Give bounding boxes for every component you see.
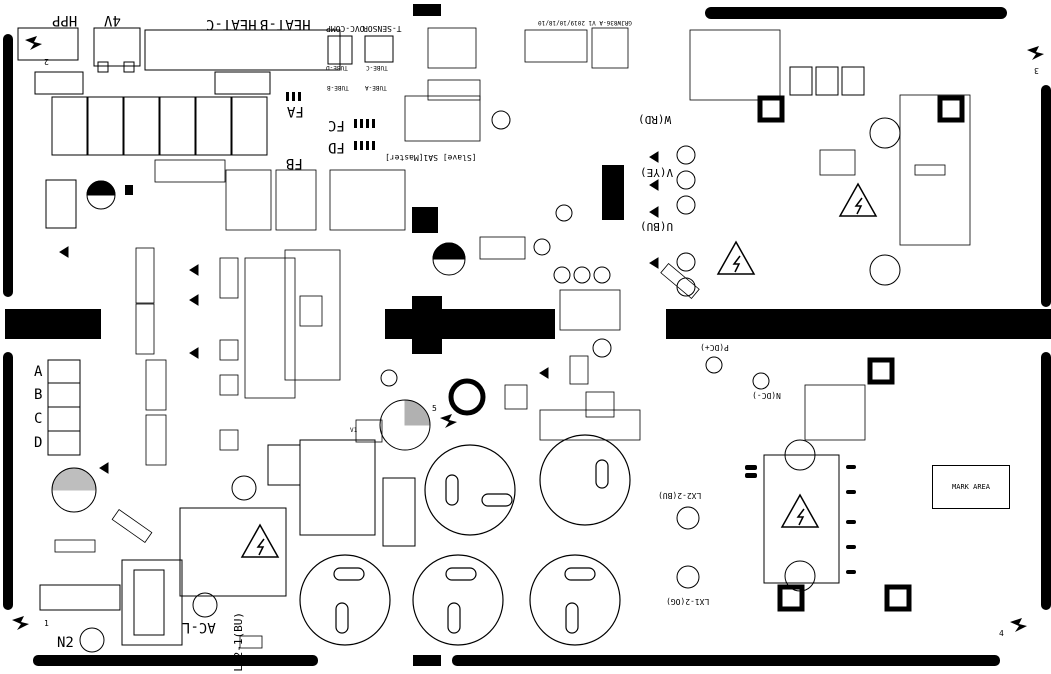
- board-title: GRJW836-A V1 2019/10/18/10: [538, 19, 632, 26]
- varistor-v1-label: V1: [350, 427, 358, 434]
- tube-d-label: TUBE-D: [326, 64, 348, 71]
- fan-fd-label: FD: [328, 139, 345, 155]
- hpp-connector-label: HPP: [52, 12, 78, 28]
- terminal-c-label: C: [34, 411, 43, 427]
- fan-fc-label: FC: [328, 117, 345, 133]
- fan-fa-label: FA: [287, 103, 304, 119]
- slave-master-switch-label: [Slave] SA1[Master]: [385, 153, 477, 162]
- tube-b-label: TUBE-B: [327, 84, 349, 91]
- terminal-b-label: B: [34, 387, 43, 403]
- tube-a-label: TUBE-A: [365, 84, 387, 91]
- fan-headers: [286, 92, 375, 150]
- terminal-d-label: D: [34, 435, 43, 451]
- corner-number-5: 5: [432, 404, 437, 413]
- ovc-comp-label: OVC-COMP: [326, 24, 365, 33]
- smd-component-grid: [154, 27, 971, 441]
- top-connectors: [17, 27, 394, 156]
- 4v-connector-label: 4V: [104, 12, 121, 28]
- corner-number-1: 1: [44, 619, 49, 628]
- lx1-2-port-label: LX1-2(OG): [666, 597, 710, 606]
- w-rd-port-label: W(RD): [638, 113, 672, 126]
- corner-number-3: 3: [1034, 66, 1039, 75]
- medium-capacitors: [51, 110, 901, 653]
- n2-port-label: N2: [57, 635, 74, 651]
- diode-symbols: [59, 151, 659, 474]
- lx2-2-port-label: LX2-2(BU): [658, 491, 702, 500]
- hazard-warning-icons: [240, 182, 878, 558]
- mark-area-label: MARK AREA: [952, 483, 990, 491]
- square-pads: [757, 95, 965, 612]
- board-edges: [3, 4, 1051, 666]
- n-dc-port-label: N(DC-): [752, 391, 781, 400]
- heat-c-connector-label: HEAT-C: [206, 16, 257, 32]
- passive-components: [54, 149, 946, 649]
- divider-bars: [5, 296, 1051, 354]
- corner-number-4: 4: [999, 629, 1004, 638]
- p-dc-port-label: P(DC+): [700, 343, 729, 352]
- tube-c-label: TUBE-C: [366, 64, 388, 71]
- lx2-1-port-label: LX2-1(BU): [232, 612, 245, 672]
- u-bu-port-label: U(BU): [640, 220, 674, 233]
- relays: [39, 66, 865, 646]
- t-sensor-label: T-SENSOR: [363, 24, 402, 33]
- corner-number-2: 2: [44, 57, 49, 66]
- mark-area-box: MARK AREA: [932, 465, 1010, 509]
- screw-icons: [12, 36, 1044, 632]
- heat-b-connector-label: HEAT-B: [260, 16, 311, 32]
- ic-blocks: [125, 165, 624, 233]
- fan-fb-label: FB: [286, 155, 303, 171]
- v-ye-port-label: V(YE): [640, 166, 674, 179]
- big-capacitors: [299, 434, 631, 646]
- connector-pins: [745, 465, 856, 574]
- terminal-a-label: A: [34, 364, 43, 380]
- ac-l-port-label: AC-L: [182, 619, 216, 635]
